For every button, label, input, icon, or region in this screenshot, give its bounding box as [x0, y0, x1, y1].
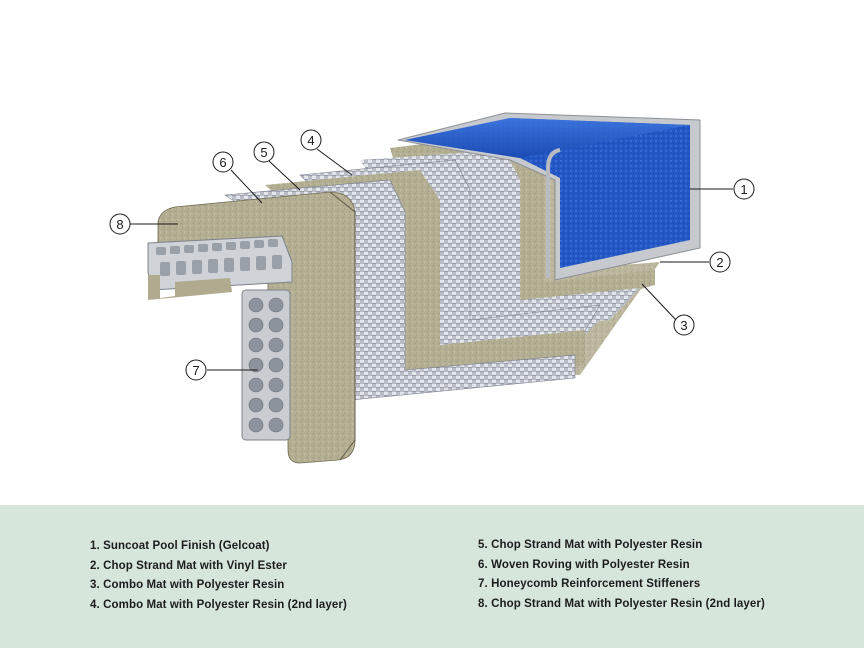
honeycomb-top-bar [147, 235, 293, 300]
svg-text:2: 2 [716, 255, 723, 270]
layer-7-honeycomb-stiffener [241, 289, 291, 441]
callout-5: 5 [253, 141, 275, 163]
legend-item-3: 3. Combo Mat with Polyester Resin [90, 579, 285, 591]
legend-panel: 1. Suncoat Pool Finish (Gelcoat) 2. Chop… [0, 505, 864, 648]
svg-text:3: 3 [680, 318, 687, 333]
svg-text:7: 7 [192, 363, 199, 378]
callout-1: 1 [733, 178, 755, 200]
legend-item-4: 4. Combo Mat with Polyester Resin (2nd l… [90, 598, 347, 611]
svg-text:6: 6 [219, 155, 226, 170]
svg-text:1: 1 [740, 182, 747, 197]
callout-3: 3 [673, 314, 695, 336]
legend-column-right: 5. Chop Strand Mat with Polyester Resin … [478, 536, 765, 614]
legend-item-7: 7. Honeycomb Reinforcement Stiffeners [478, 578, 701, 590]
legend-item-8: 8. Chop Strand Mat with Polyester Resin … [478, 597, 765, 610]
legend-item-6: 6. Woven Roving with Polyester Resin [478, 558, 690, 571]
legend-item-1: 1. Suncoat Pool Finish (Gelcoat) [90, 540, 270, 552]
callout-markers: 1 2 3 4 5 6 7 [109, 129, 755, 381]
layer-1-gelcoat-finish [397, 112, 701, 281]
callout-2: 2 [709, 251, 731, 273]
callout-7: 7 [185, 359, 207, 381]
legend-item-2: 2. Chop Strand Mat with Vinyl Ester [90, 559, 287, 572]
callout-leaders [130, 148, 733, 371]
legend-item-5: 5. Chop Strand Mat with Polyester Resin [478, 539, 703, 551]
svg-text:5: 5 [260, 145, 267, 160]
callout-8: 8 [109, 213, 131, 235]
callout-6: 6 [212, 151, 234, 173]
callout-4: 4 [300, 129, 322, 151]
wall-cross-section-illustration: 1 2 3 4 5 6 7 [109, 112, 755, 464]
legend-column-left: 1. Suncoat Pool Finish (Gelcoat) 2. Chop… [90, 537, 347, 615]
svg-text:8: 8 [116, 217, 123, 232]
svg-text:4: 4 [307, 133, 314, 148]
